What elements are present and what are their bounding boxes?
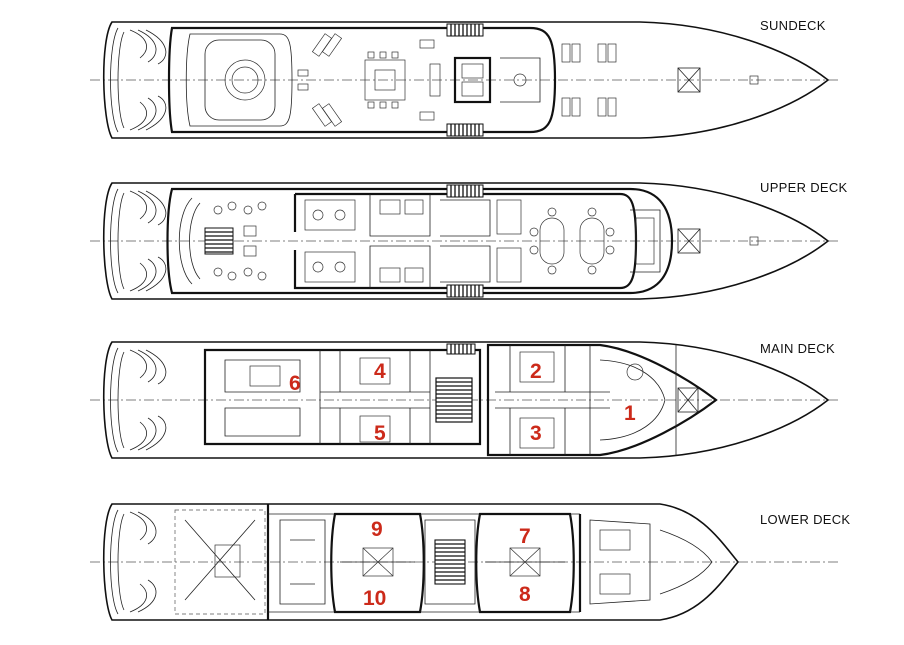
- cabin-number-8: 8: [519, 583, 531, 606]
- aft-deck-chairs: [213, 201, 267, 281]
- upper-deck-plan: UPPER DECK: [90, 180, 848, 300]
- upper-dining-tables: [529, 207, 615, 275]
- main-deck-plan: 6 4 5 2 3 1 MAIN DECK: [90, 341, 840, 459]
- deck-label-lower: LOWER DECK: [760, 512, 850, 527]
- deck-label-main: MAIN DECK: [760, 341, 835, 356]
- deck-label-upper: UPPER DECK: [760, 180, 848, 195]
- cabin-number-2: 2: [530, 360, 542, 383]
- lower-deck-beds: [362, 547, 541, 577]
- aft-steps: [129, 29, 167, 131]
- lower-deck-plan: 9 10 7 8 LOWER DECK: [90, 503, 850, 621]
- cabin-number-6: 6: [289, 372, 301, 395]
- cabin-number-4: 4: [374, 360, 386, 383]
- sundeck-plan: SUNDECK: [90, 18, 840, 139]
- sundeck-stairs: [446, 23, 484, 137]
- cabin-number-3: 3: [530, 422, 542, 445]
- cabin-number-7: 7: [519, 525, 531, 548]
- cabin-number-9: 9: [371, 518, 383, 541]
- sunbeds: [311, 33, 343, 127]
- cabin-number-1: 1: [624, 402, 636, 425]
- foredeck-loungers: [561, 43, 617, 117]
- cabin-number-10: 10: [363, 587, 386, 610]
- deck-label-sundeck: SUNDECK: [760, 18, 826, 33]
- cabin-number-5: 5: [374, 422, 386, 445]
- main-deck-beds: [249, 351, 555, 449]
- sundeck-dining-table: [364, 51, 406, 109]
